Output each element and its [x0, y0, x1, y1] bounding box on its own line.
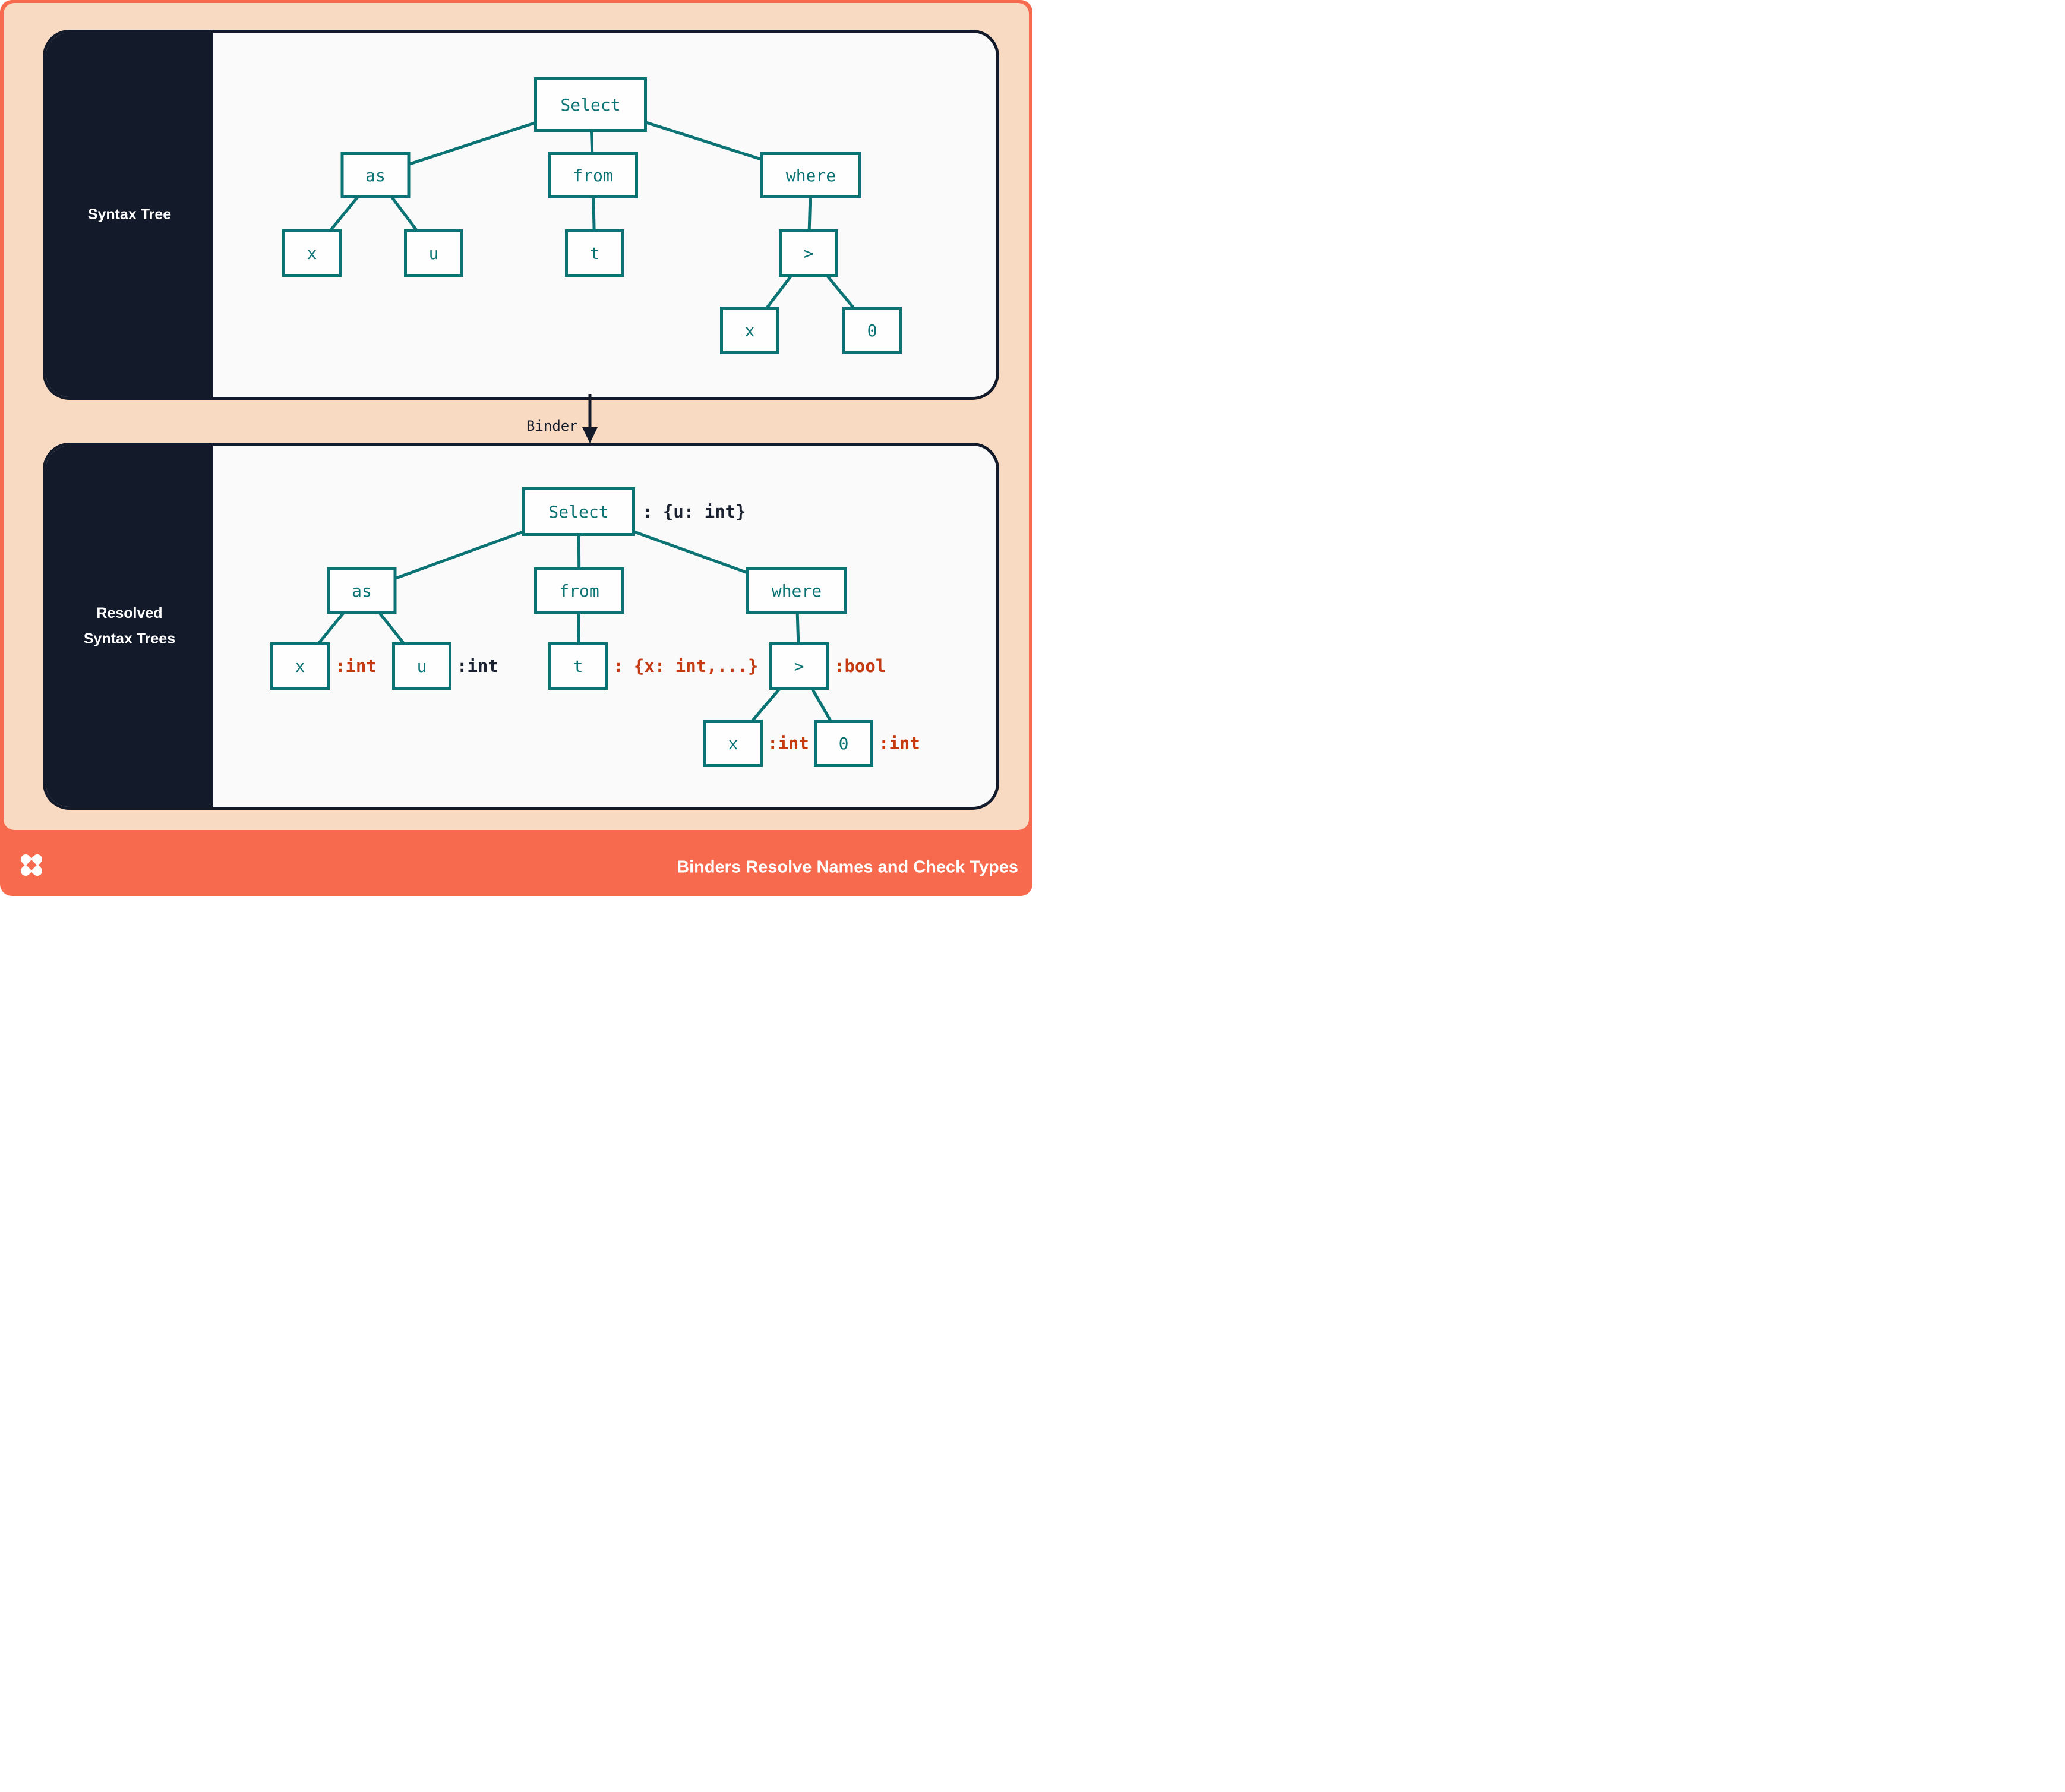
type-annotation-zero-under-gt: :int	[879, 733, 920, 753]
type-annotation-gt: :bool	[834, 656, 886, 676]
node-where: where	[760, 152, 861, 198]
node-u-under-as-resolved: u	[392, 642, 451, 690]
node-t-under-from-resolved: t	[548, 642, 608, 690]
infographic-card: Syntax Tree Select as from where x u t >…	[0, 0, 1032, 896]
node-from: from	[548, 152, 638, 198]
node-x-under-as-resolved: x	[270, 642, 330, 690]
type-annotation-x-under-gt: :int	[768, 733, 809, 753]
node-as: as	[340, 152, 411, 198]
type-annotation-t: : {x: int,...}	[613, 656, 759, 676]
resolved-syntax-trees-sidebar: Resolved Syntax Trees	[46, 446, 213, 807]
node-as-resolved: as	[327, 567, 397, 614]
syntax-tree-sidebar: Syntax Tree	[46, 33, 213, 397]
resolved-syntax-trees-panel-title: Resolved Syntax Trees	[84, 601, 175, 652]
node-select-resolved: Select	[522, 487, 635, 536]
pinwheel-x-logo-icon	[17, 851, 46, 879]
diagram-background: Syntax Tree Select as from where x u t >…	[4, 3, 1029, 830]
node-gt-under-where-resolved: >	[769, 642, 829, 690]
node-u-under-as: u	[404, 229, 463, 277]
node-gt-under-where: >	[779, 229, 838, 277]
node-x-under-gt: x	[720, 307, 779, 354]
node-t-under-from: t	[565, 229, 624, 277]
binder-arrow-icon	[582, 394, 598, 443]
binder-label: Binder	[526, 418, 578, 434]
node-x-under-gt-resolved: x	[703, 720, 763, 767]
syntax-tree-panel-title: Syntax Tree	[87, 206, 172, 223]
type-annotation-u-under-as: :int	[457, 656, 498, 676]
footer-title: Binders Resolve Names and Check Types	[677, 857, 1018, 877]
node-from-resolved: from	[534, 567, 624, 614]
node-x-under-as: x	[282, 229, 342, 277]
panel-title-line2: Syntax Trees	[83, 630, 176, 647]
type-annotation-x-under-as: :int	[335, 656, 377, 676]
node-zero-under-gt: 0	[842, 307, 902, 354]
type-annotation-select: : {u: int}	[642, 501, 746, 522]
panel-title-line1: Resolved	[96, 605, 163, 621]
node-where-resolved: where	[746, 567, 847, 614]
node-select: Select	[534, 77, 647, 132]
syntax-tree-panel: Syntax Tree Select as from where x u t >…	[43, 30, 999, 400]
resolved-syntax-trees-panel: Resolved Syntax Trees Select : {u: int} …	[43, 443, 999, 810]
node-zero-under-gt-resolved: 0	[814, 720, 873, 767]
